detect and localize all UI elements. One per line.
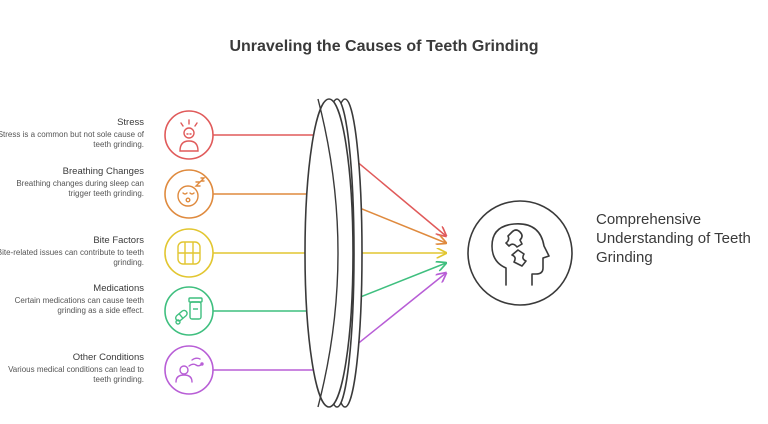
cause-description: Stress is a common but not sole cause of…	[0, 130, 144, 149]
cause-title: Bite Factors	[93, 235, 144, 246]
cause-circle-bite-factors	[164, 228, 214, 278]
cause-circle-stress	[164, 110, 214, 160]
cause-label-other-conditions: Other Conditions Various medical conditi…	[0, 352, 144, 385]
cause-circle-other-conditions	[164, 345, 214, 395]
cause-label-breathing-changes: Breathing Changes Breathing changes duri…	[0, 166, 144, 199]
cause-description: Various medical conditions can lead to t…	[8, 365, 144, 384]
diagram-title: Unraveling the Causes of Teeth Grinding	[229, 38, 539, 55]
cause-title: Breathing Changes	[62, 166, 144, 177]
cause-label-bite-factors: Bite Factors Bite-related issues can con…	[0, 235, 144, 268]
cause-description: Breathing changes during sleep can trigg…	[16, 179, 144, 198]
cause-title: Medications	[93, 283, 144, 294]
cause-label-stress: Stress Stress is a common but not sole c…	[0, 117, 144, 150]
teeth-icon	[177, 241, 201, 265]
stressed-person-icon	[179, 119, 199, 152]
head-puzzle-icon	[491, 223, 550, 286]
cause-title: Other Conditions	[72, 352, 144, 363]
result-circle	[467, 200, 573, 306]
pills-icon	[175, 297, 203, 325]
cause-description: Certain medications can cause teeth grin…	[14, 296, 144, 315]
cause-circle-medications	[164, 286, 214, 336]
cause-title: Stress	[117, 117, 144, 128]
result-label: Comprehensive Understanding of Teeth Gri…	[596, 211, 751, 266]
sleeping-face-icon	[177, 177, 206, 207]
cause-circle-breathing-changes	[164, 169, 214, 219]
person-with-path-icon	[175, 357, 204, 383]
lens-icon	[304, 98, 363, 408]
cause-description: Bite-related issues can contribute to te…	[0, 248, 144, 267]
cause-label-medications: Medications Certain medications can caus…	[0, 283, 144, 316]
